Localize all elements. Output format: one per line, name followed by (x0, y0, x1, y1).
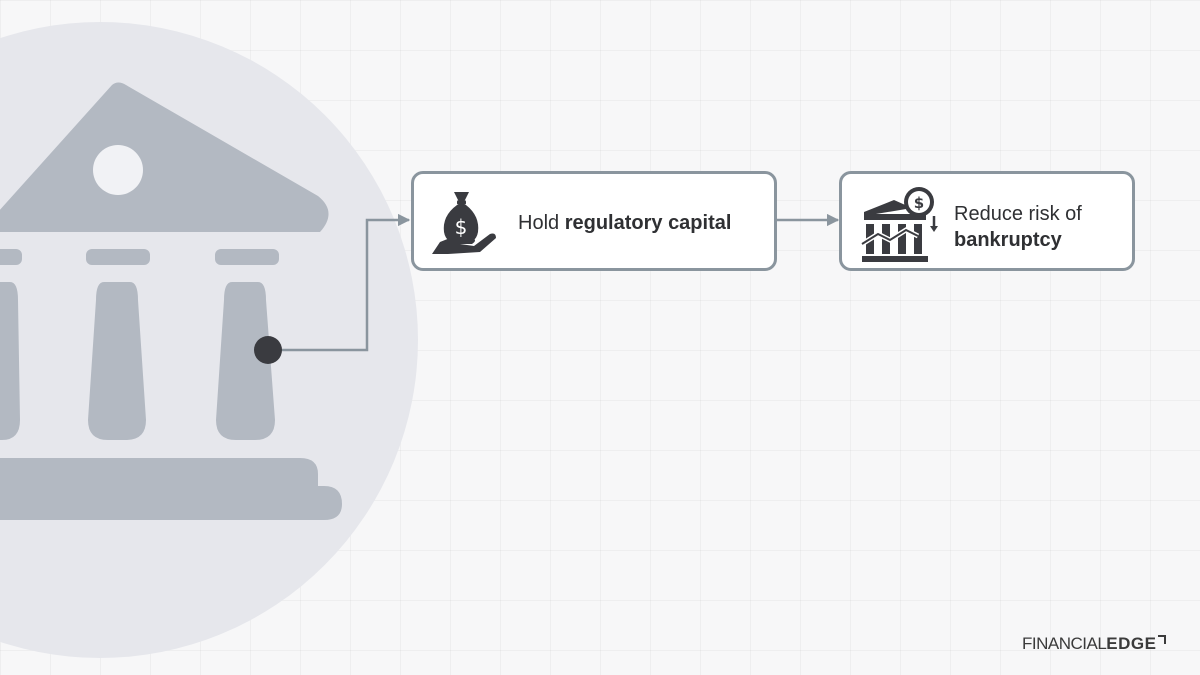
node-2-text: Reduce risk of bankruptcy (954, 201, 1124, 253)
svg-text:$: $ (914, 194, 924, 212)
node-1-text-normal: Hold (518, 212, 565, 234)
bank-coin-decline-icon: $ (860, 187, 938, 262)
financial-edge-logo: FINANCIALEDGE (1022, 634, 1167, 658)
node-1-text: Hold regulatory capital (518, 210, 731, 236)
node-reduce-risk-of-bankruptcy: $ Reduce risk of bankruptcy (839, 171, 1135, 271)
bank-building-icon (0, 82, 342, 520)
logo-text-normal: FINANCIAL (1022, 634, 1107, 653)
connector-start-dot (254, 336, 282, 364)
node-1-text-bold: regulatory capital (564, 212, 732, 234)
svg-text:$: $ (455, 215, 468, 239)
node-2-text-normal: Reduce risk of (954, 203, 1082, 225)
money-bag-hand-icon: $ (432, 192, 496, 254)
bank-circle (0, 22, 418, 658)
connector-bank-to-node1 (268, 213, 411, 352)
logo-text-bold: EDGE (1106, 634, 1157, 653)
edge-corner-icon (1158, 635, 1167, 644)
node-2-text-bold: bankruptcy (954, 229, 1062, 251)
node-hold-regulatory-capital: $ Hold regulatory capital (411, 171, 777, 271)
